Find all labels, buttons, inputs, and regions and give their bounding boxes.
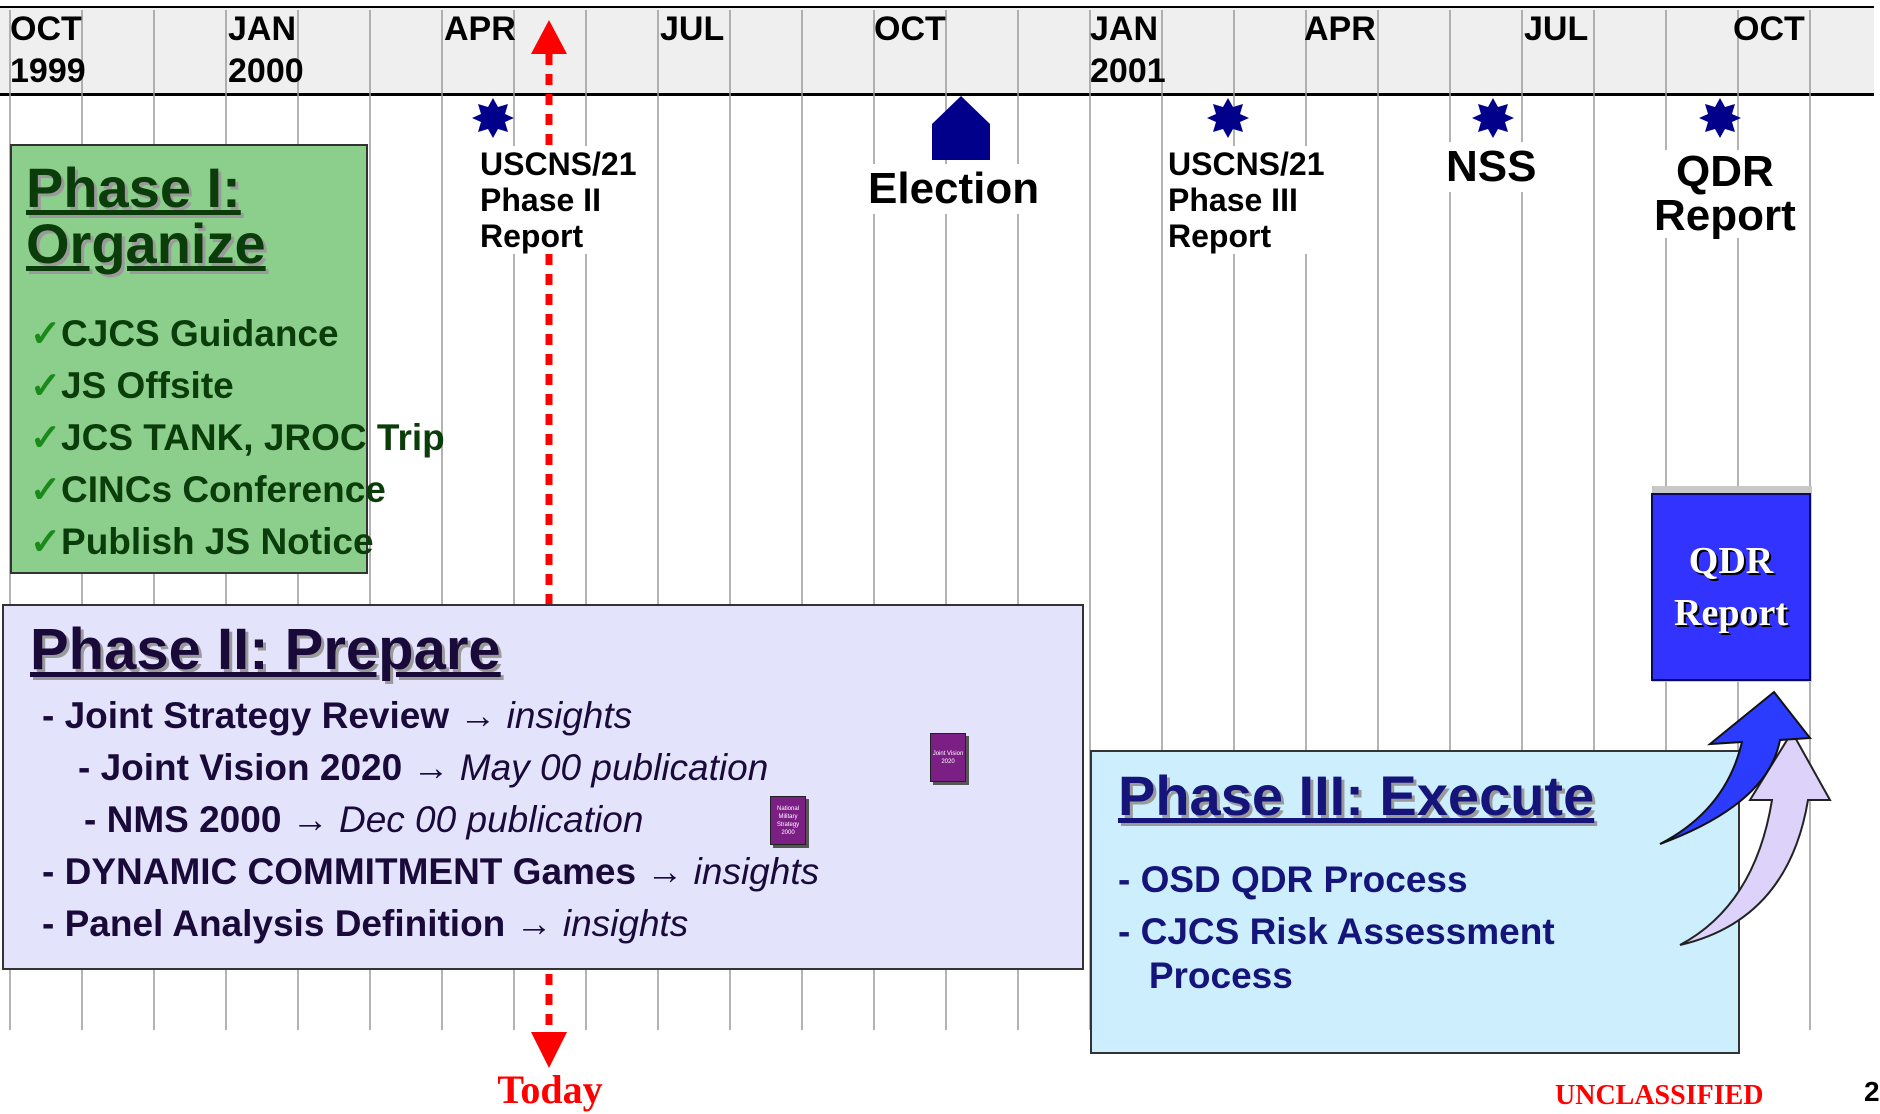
month-label-apr-2001: APR — [1304, 10, 1376, 48]
check-icon: ✓ — [30, 365, 62, 406]
milestone-qdr: QDR Report — [1654, 147, 1796, 240]
page-number: 2 — [1864, 1076, 1880, 1107]
curved-arrow-icon — [1659, 690, 1812, 845]
month-label-oct-1999: OCT 1999 — [10, 10, 86, 90]
phase3-item: - OSD QDR Process — [1118, 859, 1468, 900]
month-label-jan-2001: JAN 2001 — [1090, 10, 1166, 90]
phase1-item: ✓JS Offsite — [30, 365, 234, 406]
milestone-uscns-phase2: USCNS/21 Phase II Report — [480, 146, 637, 254]
phase1-title: Phase I: Organize — [26, 156, 266, 275]
star-marker-icon — [1472, 98, 1514, 138]
month-label-oct-2000: OCT — [874, 10, 946, 48]
milestone-election: Election — [868, 164, 1040, 214]
check-icon: ✓ — [30, 417, 62, 458]
phase1-item: ✓CJCS Guidance — [30, 313, 339, 354]
phase2-item: - Joint Vision 2020 → May 00 publication — [78, 747, 769, 788]
phase3-box — [1090, 750, 1740, 1054]
star-marker-icon — [472, 98, 514, 138]
phase2-item: - Panel Analysis Definition → insights — [42, 903, 689, 944]
timeline-header — [0, 6, 1874, 96]
document-icon: National Military Strategy 2000 — [770, 796, 806, 845]
month-label-jan-2000: JAN 2000 — [228, 10, 304, 90]
today-label: Today — [497, 1067, 603, 1112]
phase1-box — [10, 144, 368, 574]
phase3-item: - CJCS Risk Assessment Process — [1118, 911, 1555, 996]
star-marker-icon — [1699, 98, 1741, 138]
month-label-jul-2000: JUL — [660, 10, 725, 48]
check-icon: ✓ — [30, 521, 62, 562]
phase2-box — [2, 604, 1084, 970]
month-label-oct-2001: OCT — [1733, 10, 1805, 48]
pentagon-marker-icon — [932, 96, 990, 160]
phase1-item: ✓CINCs Conference — [30, 469, 386, 510]
phase2-item: - DYNAMIC COMMITMENT Games → insights — [42, 851, 820, 892]
phase1-item: ✓Publish JS Notice — [30, 521, 374, 562]
star-marker-icon — [1207, 98, 1249, 138]
milestone-uscns-phase3: USCNS/21 Phase III Report — [1168, 146, 1325, 254]
milestone-nss: NSS — [1446, 142, 1537, 192]
phase3-title: Phase III: Execute — [1118, 764, 1595, 827]
phase2-item: - NMS 2000 → Dec 00 publication — [84, 799, 644, 840]
classification-label: UNCLASSIFIED — [1555, 1080, 1764, 1111]
check-icon: ✓ — [30, 313, 62, 354]
check-icon: ✓ — [30, 469, 62, 510]
curved-arrow-icon — [1679, 730, 1832, 946]
qdr-report-book: QDR Report — [1651, 493, 1811, 681]
month-label-apr-2000: APR — [444, 10, 516, 48]
phase1-item: ✓JCS TANK, JROC Trip — [30, 417, 445, 458]
month-label-jul-2001: JUL — [1524, 10, 1589, 48]
phase2-item: - Joint Strategy Review → insights — [42, 695, 633, 736]
document-icon: Joint Vision 2020 — [930, 733, 966, 782]
phase2-title: Phase II: Prepare — [30, 617, 501, 682]
